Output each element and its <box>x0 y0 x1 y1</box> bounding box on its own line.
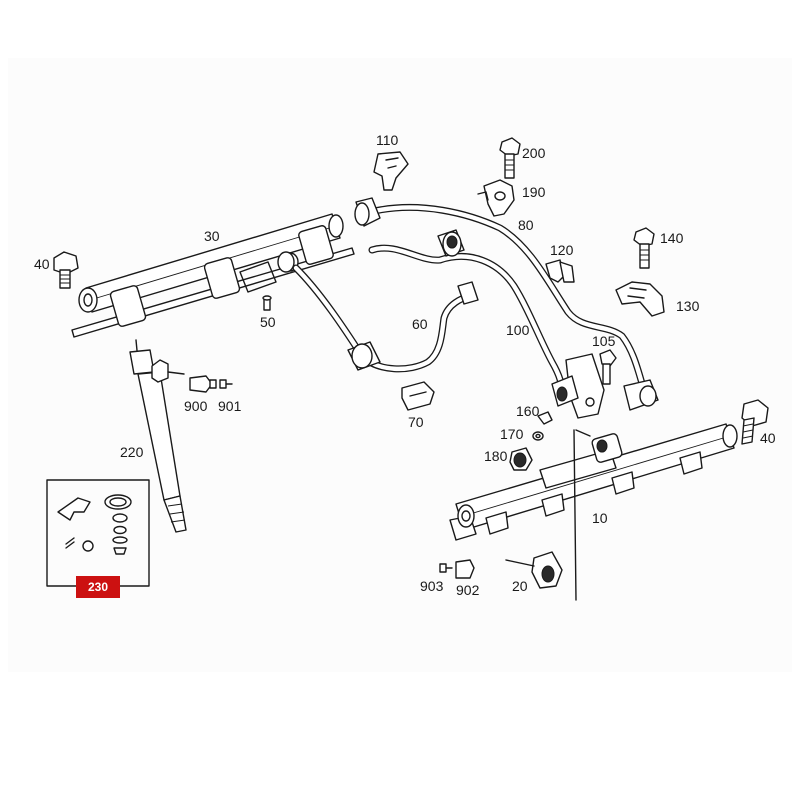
fuel-line-60 <box>277 251 479 373</box>
clamp-190 <box>477 179 515 217</box>
callout-100: 100 <box>506 322 530 338</box>
injector-220 <box>129 339 187 533</box>
callout-130: 130 <box>676 298 700 314</box>
callout-10: 10 <box>592 510 608 526</box>
pin-901 <box>219 379 233 389</box>
kit-badge-230[interactable]: 230 <box>76 576 120 598</box>
bolt-200 <box>499 137 521 179</box>
callout-901: 901 <box>218 398 242 414</box>
clip-120 <box>545 259 575 283</box>
bracket-100-mount <box>551 353 605 419</box>
fuel-line-100 <box>368 229 566 398</box>
bolt-140 <box>633 227 655 269</box>
callout-220: 220 <box>120 444 144 460</box>
callout-180: 180 <box>484 448 508 464</box>
bracket-130 <box>615 281 665 317</box>
nut-180 <box>509 447 533 471</box>
callout-70: 70 <box>408 414 424 430</box>
callout-110: 110 <box>376 132 399 148</box>
pressure-sensor-20 <box>505 551 563 589</box>
callout-30: 30 <box>204 228 220 244</box>
bolt-105 <box>599 349 617 385</box>
washer-170 <box>532 431 544 441</box>
callout-105: 105 <box>592 333 616 349</box>
fuel-rail-right <box>449 423 738 601</box>
callout-120: 120 <box>550 242 574 258</box>
connector-900 <box>189 375 217 393</box>
callout-200: 200 <box>522 145 546 161</box>
callout-170: 170 <box>500 426 524 442</box>
callout-190: 190 <box>522 184 546 200</box>
callout-60: 60 <box>412 316 428 332</box>
connector-902 <box>455 559 475 579</box>
fitting-160 <box>537 411 553 425</box>
bolt-40-left <box>53 251 79 289</box>
bolt-40-right <box>741 399 769 445</box>
bolt-50 <box>262 295 272 311</box>
callout-903: 903 <box>420 578 444 594</box>
kit-box <box>46 479 150 587</box>
callout-80: 80 <box>518 217 534 233</box>
callout-160: 160 <box>516 403 540 419</box>
bracket-110 <box>373 151 409 191</box>
callout-40-right: 40 <box>760 430 776 446</box>
callout-20: 20 <box>512 578 528 594</box>
callout-140: 140 <box>660 230 684 246</box>
callout-40-left: 40 <box>34 256 50 272</box>
callout-50: 50 <box>260 314 276 330</box>
fuel-line-80 <box>354 197 659 411</box>
clip-70 <box>401 381 435 411</box>
callout-900: 900 <box>184 398 208 414</box>
pin-903 <box>439 563 453 573</box>
callout-902: 902 <box>456 582 480 598</box>
